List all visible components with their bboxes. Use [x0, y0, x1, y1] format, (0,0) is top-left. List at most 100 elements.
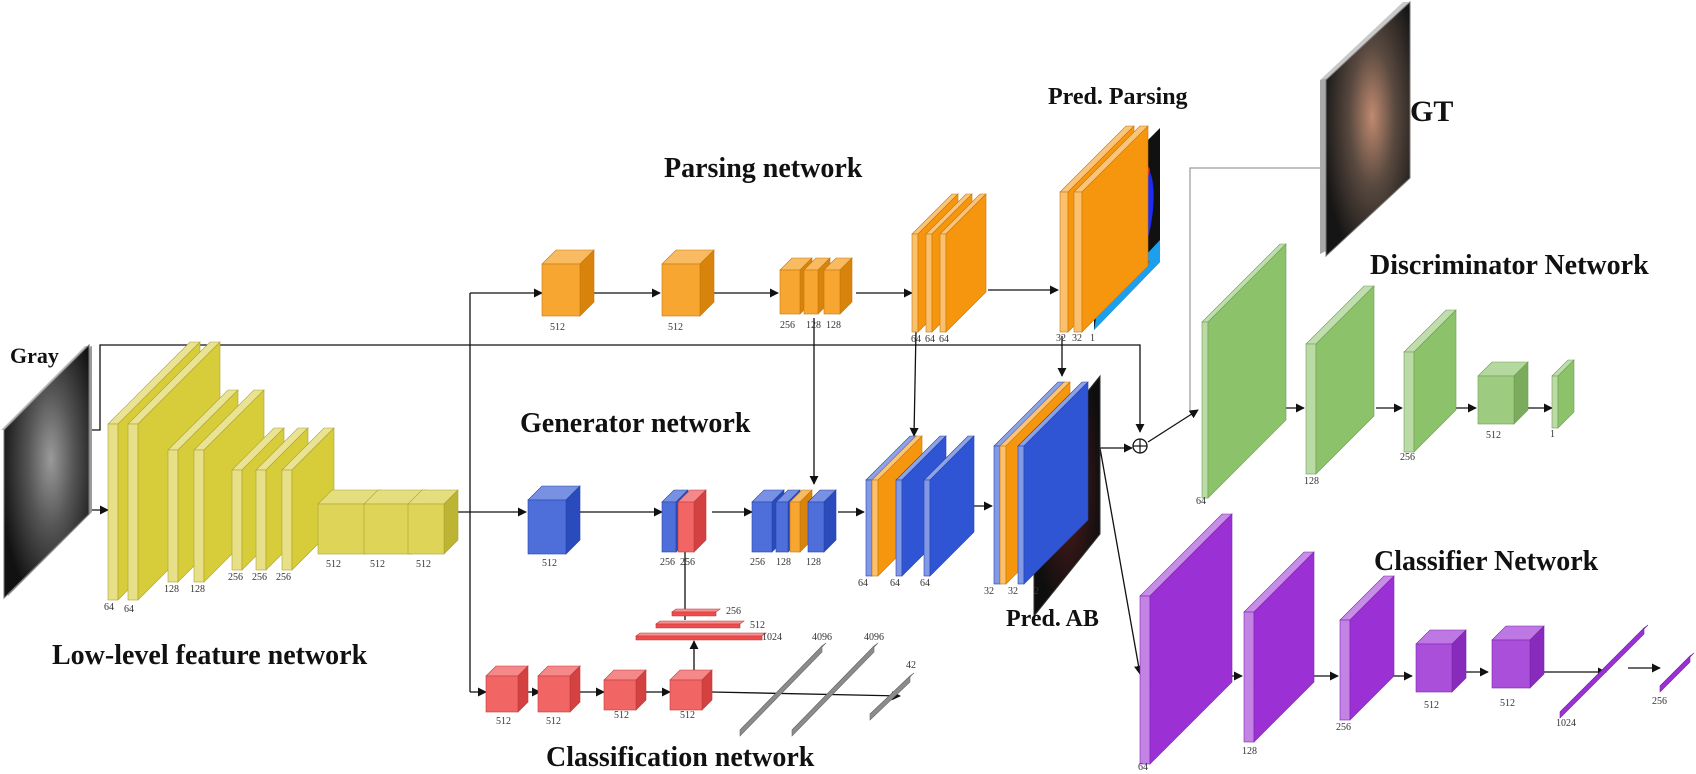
low-level-network-title: Low-level feature network [52, 640, 368, 671]
dim-label: 512 [416, 559, 431, 570]
dim-label: 2 [1034, 586, 1039, 597]
classification-fc-1024 [635, 632, 767, 641]
dim-label: 64 [104, 602, 114, 613]
classification-fc-256 [671, 608, 721, 617]
classification-block-512c [603, 669, 647, 711]
dim-label: 4096 [864, 632, 884, 643]
dim-label: 128 [806, 557, 821, 568]
dim-label: 64 [911, 334, 921, 345]
discriminator-block-512 [1477, 361, 1529, 425]
classification-labels: 512 512 512 512 256 512 1024 4096 4096 4… [496, 606, 916, 727]
classification-network-title: Classification network [546, 742, 815, 773]
dim-label: 512 [680, 710, 695, 721]
classifier-layer-64 [1139, 513, 1233, 765]
dim-label: 32 [1072, 333, 1082, 344]
dim-label: 256 [726, 606, 741, 617]
parsing-network-title: Parsing network [664, 153, 863, 184]
dim-label: 256 [780, 320, 795, 331]
dim-label: 64 [925, 334, 935, 345]
generator-block-512 [527, 485, 581, 555]
gray-input-image [1, 343, 92, 600]
dim-label: 256 [276, 572, 291, 583]
classification-block-512b [537, 665, 581, 713]
gt-image [1320, 0, 1411, 258]
generator-layer-64c [923, 435, 975, 577]
pred-parsing-title: Pred. Parsing [1048, 84, 1188, 110]
dim-label: 128 [806, 320, 821, 331]
dim-label: 512 [546, 716, 561, 727]
classification-fc-4096b [791, 642, 879, 737]
dim-label: 256 [660, 557, 675, 568]
dim-label: 512 [614, 710, 629, 721]
dim-label: 64 [1138, 762, 1148, 773]
discriminator-layer-128 [1305, 285, 1375, 475]
pred-parsing-layer-32b [1073, 125, 1149, 333]
dim-label: 512 [496, 716, 511, 727]
dim-label: 1 [1550, 429, 1555, 440]
classification-block-512d [669, 669, 713, 711]
dim-label: 64 [124, 604, 134, 615]
classifier-labels: 64 128 256 512 512 1024 256 [1138, 696, 1667, 773]
generator-network-title: Generator network [520, 408, 751, 439]
discriminator-network-title: Discriminator Network [1370, 250, 1649, 281]
discriminator-layer-1 [1551, 359, 1575, 429]
classifier-block-512a [1415, 629, 1467, 693]
dim-label: 42 [906, 660, 916, 671]
low-level-block-512c [407, 489, 459, 555]
gt-title: GT [1410, 95, 1453, 128]
network-blocks [107, 125, 1695, 765]
dim-label: 512 [370, 559, 385, 570]
dim-label: 256 [1652, 696, 1667, 707]
dim-label: 512 [668, 322, 683, 333]
dim-label: 512 [326, 559, 341, 570]
classification-fc-42 [869, 672, 915, 721]
dim-label: 128 [1242, 746, 1257, 757]
classifier-block-512b [1491, 625, 1545, 689]
dim-label: 128 [190, 584, 205, 595]
dim-label: 4096 [812, 632, 832, 643]
dim-label: 1024 [1556, 718, 1576, 729]
dim-label: 256 [1400, 452, 1415, 463]
low-level-labels: 64 64 128 128 256 256 256 512 512 512 [104, 559, 431, 615]
dim-label: 32 [1056, 333, 1066, 344]
classifier-fc-1024 [1559, 624, 1649, 719]
classification-fc-512 [655, 620, 745, 629]
classification-block-512a [485, 665, 529, 713]
parsing-layer-64c [939, 193, 987, 333]
parsing-labels: 512 512 256 128 128 64 64 64 32 32 1 [550, 320, 1095, 345]
generator-labels: 512 256 256 256 128 128 64 64 64 32 32 2 [542, 557, 1039, 597]
dim-label: 512 [1486, 430, 1501, 441]
discriminator-layer-256 [1403, 309, 1457, 453]
dim-label: 64 [1196, 496, 1206, 507]
generator-layer-256b [677, 489, 707, 553]
pred-ab-layer-32b [1017, 381, 1089, 585]
dim-label: 1 [1090, 333, 1095, 344]
classifier-fc-256 [1659, 652, 1695, 693]
connector-wires [86, 167, 1661, 701]
discriminator-layer-64 [1201, 243, 1287, 499]
dim-label: 32 [984, 586, 994, 597]
dim-label: 512 [1500, 698, 1515, 709]
dim-label: 32 [1008, 586, 1018, 597]
dim-label: 512 [750, 620, 765, 631]
dim-label: 256 [252, 572, 267, 583]
fusion-node [1132, 438, 1148, 454]
classifier-network-title: Classifier Network [1374, 546, 1599, 577]
dim-label: 256 [228, 572, 243, 583]
pred-ab-title: Pred. AB [1006, 606, 1099, 632]
dim-label: 256 [750, 557, 765, 568]
parsing-block-512a [541, 249, 595, 317]
dim-label: 128 [164, 584, 179, 595]
dim-label: 128 [776, 557, 791, 568]
dim-label: 64 [920, 578, 930, 589]
classifier-layer-256 [1339, 575, 1395, 721]
parsing-layer-128b [823, 257, 853, 315]
dim-label: 128 [826, 320, 841, 331]
gray-title: Gray [10, 343, 59, 368]
generator-layer-128b [807, 489, 837, 553]
classifier-layer-128 [1243, 551, 1315, 743]
dim-label: 64 [858, 578, 868, 589]
parsing-block-512b [661, 249, 715, 317]
dim-label: 512 [542, 558, 557, 569]
